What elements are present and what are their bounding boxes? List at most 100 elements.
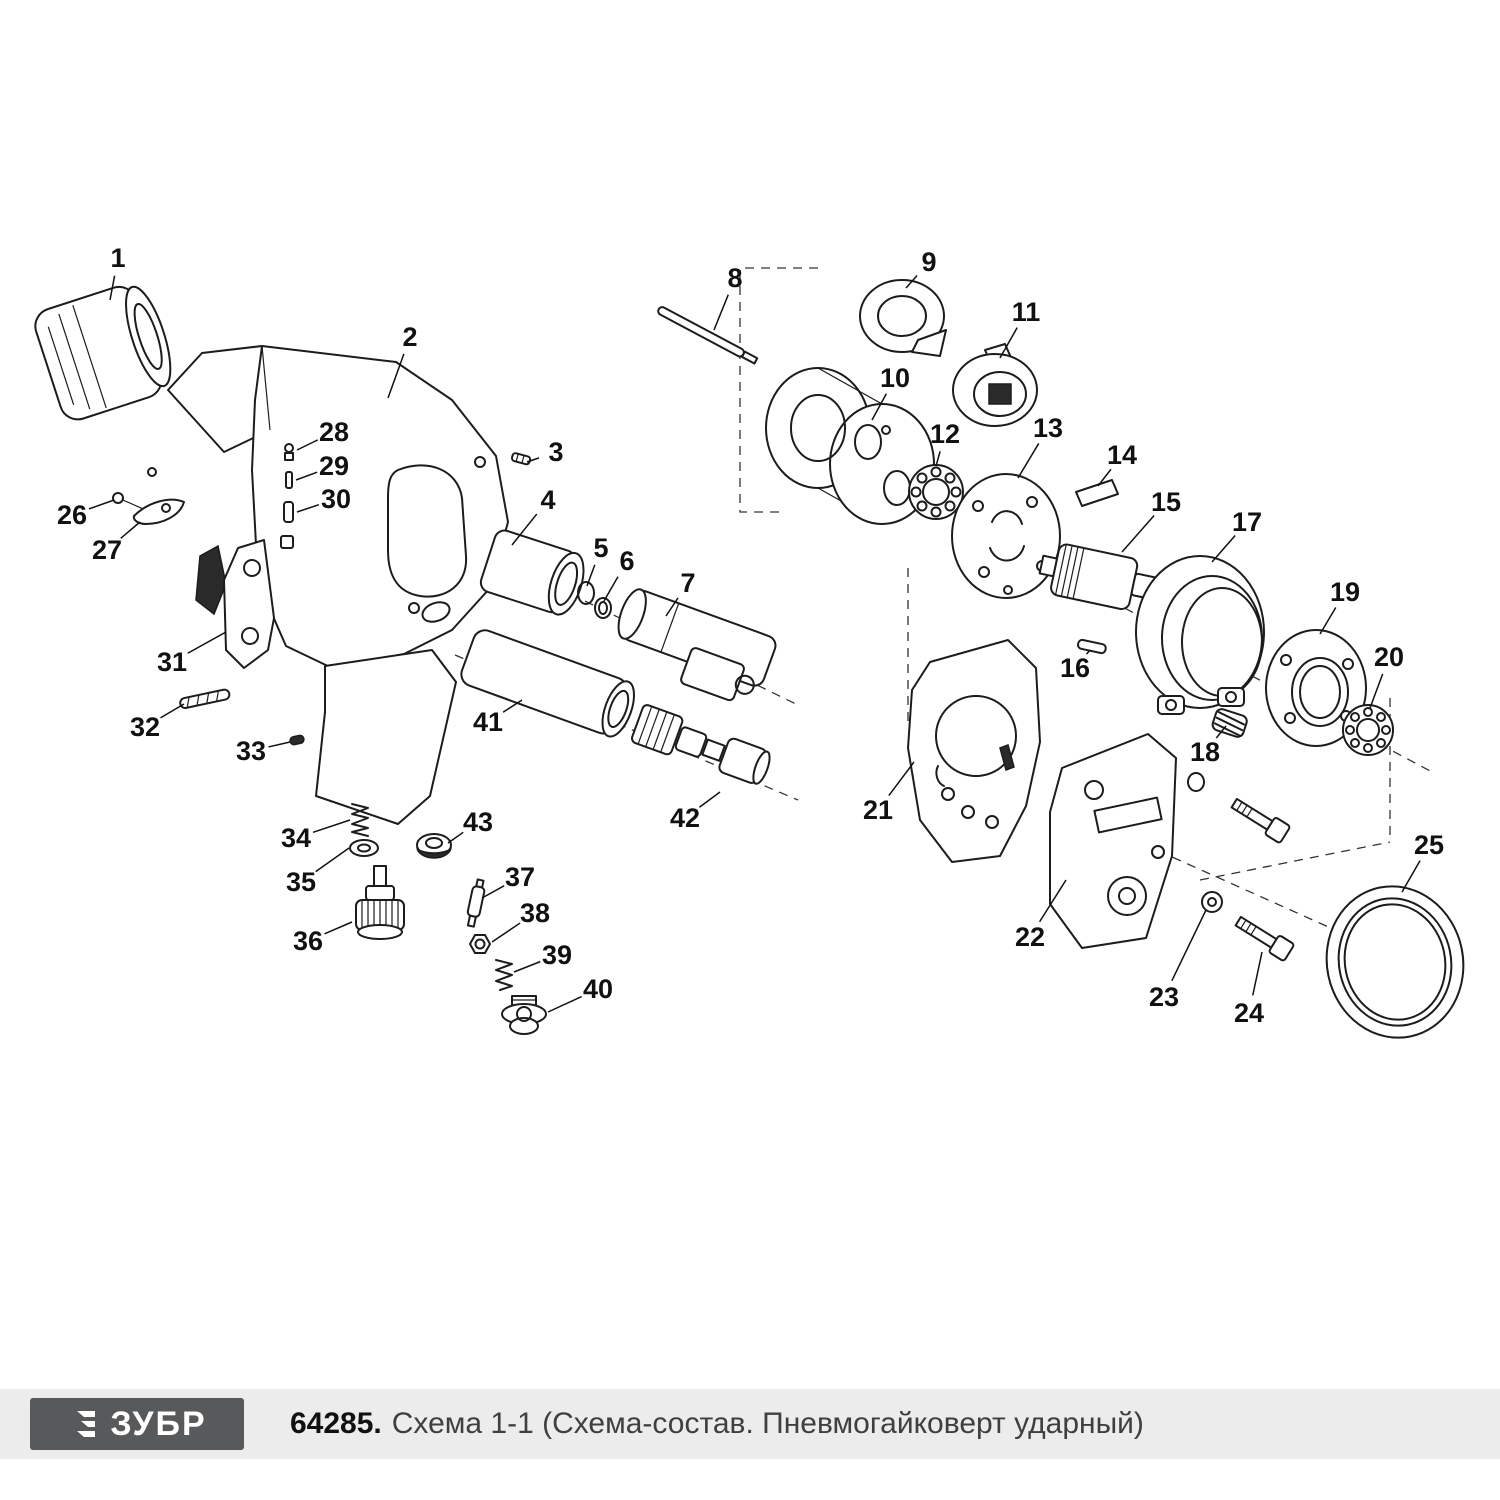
part-38-nut <box>469 934 491 954</box>
zubr-logo: ЗУБР <box>30 1398 244 1450</box>
part-40-inlet-fitting <box>501 995 547 1035</box>
diagram-caption: 64285.Схема 1-1 (Схема-состав. Пневмогай… <box>290 1407 1144 1441</box>
part-12-bearing <box>908 464 964 520</box>
part-number-label: 41 <box>473 707 503 737</box>
part-number-label: 19 <box>1330 577 1360 607</box>
leader-line <box>1171 909 1207 982</box>
leader-line <box>447 831 464 844</box>
part-32-pin <box>179 688 231 709</box>
leader-line <box>120 521 141 539</box>
leader-line <box>502 699 523 713</box>
part-number-label: 15 <box>1151 487 1181 517</box>
part-number-label: 5 <box>593 533 608 563</box>
leader-line <box>1097 468 1112 487</box>
part-number-label: 8 <box>727 263 742 293</box>
part-10-hammer-cage <box>765 367 935 525</box>
part-18-pin-clip <box>1187 708 1248 792</box>
part-14-key <box>1075 479 1119 507</box>
part-number-label: 26 <box>57 500 87 530</box>
leader-line <box>312 819 351 834</box>
leader-line <box>888 761 915 797</box>
part-number-label: 32 <box>130 712 160 742</box>
part-number-label: 4 <box>540 485 555 515</box>
part-25-ring <box>1325 885 1465 1039</box>
leader-line <box>1401 860 1421 893</box>
leader-line <box>481 885 505 899</box>
part-30-pin <box>280 501 294 549</box>
part-number-label: 16 <box>1060 653 1090 683</box>
leader-line <box>999 327 1018 359</box>
part-number-label: 18 <box>1190 737 1220 767</box>
part-number-label: 23 <box>1149 982 1179 1012</box>
leader-line <box>603 576 619 602</box>
part-43-ring <box>416 833 452 859</box>
part-13-end-plate <box>951 473 1061 599</box>
part-16-rotor-key <box>1077 638 1107 655</box>
part-33-pin <box>289 734 305 746</box>
part-21-gasket <box>907 639 1041 863</box>
leader-line <box>1215 725 1227 739</box>
leader-line <box>160 703 185 719</box>
part-35-washer <box>349 839 379 857</box>
leader-line <box>1085 649 1091 655</box>
part-number-label: 2 <box>402 322 417 352</box>
part-number-label: 39 <box>542 940 572 970</box>
part-number-label: 31 <box>157 647 187 677</box>
footer-bar: ЗУБР 64285.Схема 1-1 (Схема-состав. Пнев… <box>0 1389 1500 1459</box>
leader-line <box>586 564 596 587</box>
leader-line <box>547 995 582 1013</box>
exploded-diagram: 1234567891011121314151617181920212223242… <box>34 243 1465 1039</box>
part-number-label: 38 <box>520 898 550 928</box>
part-17-cylinder <box>1135 555 1265 715</box>
leader-line <box>526 457 540 463</box>
part-41-tube <box>460 629 635 738</box>
part-15-rotor <box>1038 543 1158 611</box>
leader-line <box>491 922 521 943</box>
part-36-regulator-knob <box>355 865 405 940</box>
part-9-hammer-dog <box>859 279 947 357</box>
part-42-valve-stem <box>631 704 771 785</box>
logo-text: ЗУБР <box>110 1404 207 1443</box>
leader-line <box>1121 515 1155 553</box>
part-number-label: 43 <box>463 807 493 837</box>
leader-line <box>713 294 729 331</box>
part-23-washer <box>1201 891 1223 913</box>
part-29-pin <box>285 471 293 489</box>
part-number-label: 29 <box>319 451 349 481</box>
part-number-label: 11 <box>1012 297 1041 327</box>
leader-line <box>699 791 721 808</box>
part-27-clip <box>132 498 185 525</box>
part-3-screw <box>510 452 532 466</box>
part-number-label: 25 <box>1414 830 1444 860</box>
part-4-bushing <box>479 529 585 616</box>
part-number-label: 33 <box>236 736 266 766</box>
leader-line <box>296 503 320 513</box>
part-number-label: 34 <box>281 823 311 853</box>
leader-line <box>268 741 291 748</box>
leader-line <box>905 274 918 289</box>
part-1-socket <box>34 285 172 421</box>
part-22-rear-cover <box>1049 733 1177 949</box>
leader-line <box>109 275 116 301</box>
part-19-flange <box>1265 629 1367 747</box>
part-number-label: 7 <box>680 568 695 598</box>
part-number-label: 9 <box>921 247 936 277</box>
part-34-spring <box>351 803 369 837</box>
leader-line <box>1211 535 1236 563</box>
part-number-label: 1 <box>110 243 125 273</box>
scheme-code: 64285. <box>290 1407 382 1440</box>
part-number-label: 40 <box>583 974 613 1004</box>
leader-line <box>295 471 318 481</box>
part-number-label: 27 <box>92 535 122 565</box>
part-24-cap-screws <box>1230 797 1295 962</box>
part-number-label: 37 <box>505 862 535 892</box>
part-number-label: 17 <box>1232 507 1262 537</box>
part-number-label: 3 <box>548 437 563 467</box>
part-8-rod <box>657 306 759 365</box>
part-number-label: 42 <box>670 803 700 833</box>
leader-line <box>871 393 888 421</box>
part-5-ring <box>577 581 595 605</box>
part-37-valve-pin <box>466 878 486 928</box>
